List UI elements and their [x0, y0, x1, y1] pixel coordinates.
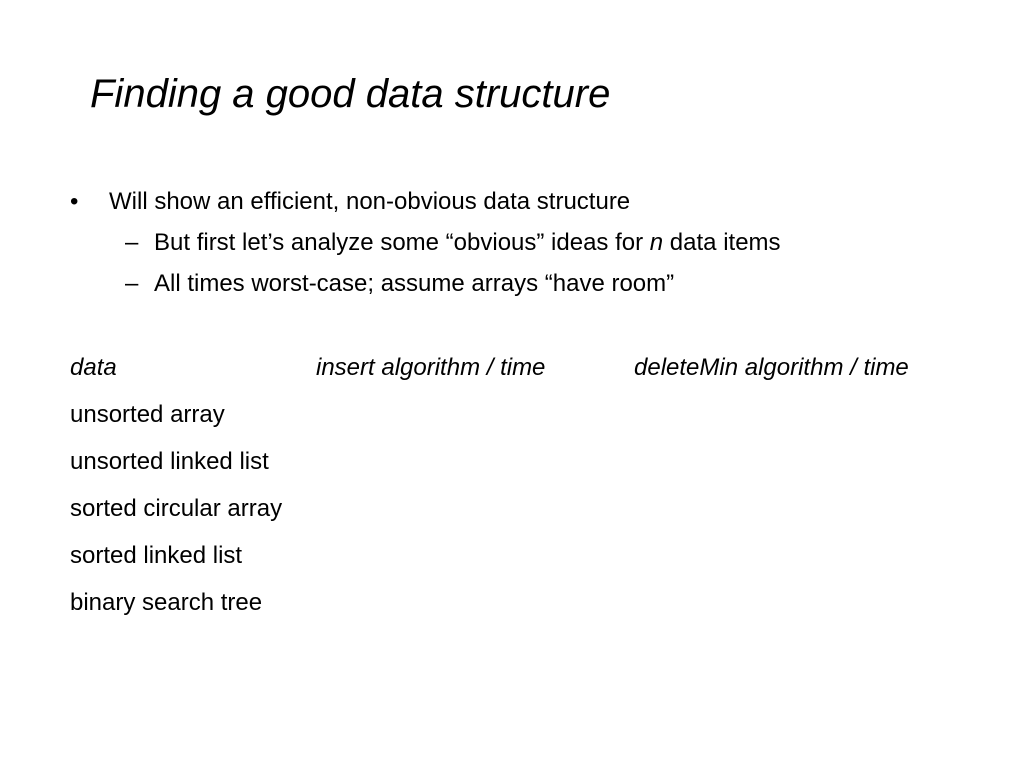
header-insert: insert algorithm / time — [316, 354, 546, 381]
row-label: sorted circular array — [70, 495, 283, 522]
sub-bullet-text-after: data items — [663, 229, 781, 256]
sub-bullet-text: But first let’s analyze some “obvious” i… — [154, 227, 781, 259]
sub-bullet-dash: – — [125, 270, 139, 297]
sub-bullet-dash: – — [125, 229, 139, 256]
row-label: unsorted array — [70, 401, 225, 428]
sub-bullet-text-before: But first let’s analyze some “obvious” i… — [154, 229, 650, 256]
row-label: binary search tree — [70, 589, 263, 616]
bullet-text: Will show an efficient, non-obvious data… — [109, 188, 631, 215]
slide-title: Finding a good data structure — [90, 72, 611, 116]
row-label: unsorted linked list — [70, 448, 269, 475]
row-label: sorted linked list — [70, 542, 243, 569]
bullet-dot: • — [70, 188, 79, 215]
variable-n: n — [649, 229, 664, 256]
sub-bullet-text: All times worst-case; assume arrays “hav… — [154, 270, 675, 297]
header-deletemin: deleteMin algorithm / time — [634, 354, 909, 381]
header-data: data — [70, 354, 117, 381]
